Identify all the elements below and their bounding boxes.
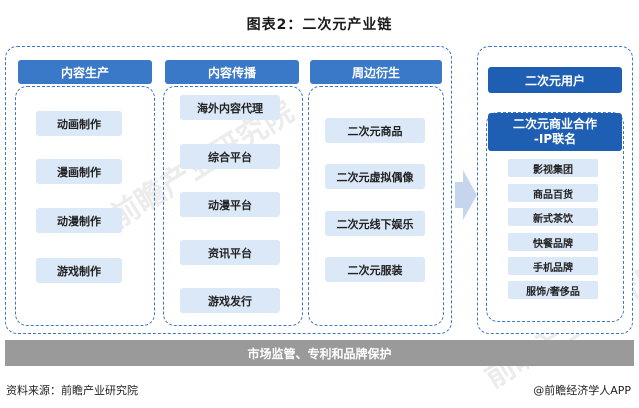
item-anime-production: 动漫制作: [36, 208, 122, 233]
item-acg-goods: 二次元商品: [325, 118, 425, 143]
coop-item-fast-food: 快餐品牌: [508, 233, 598, 251]
column-derivatives: [308, 86, 444, 326]
item-anime-platform: 动漫平台: [180, 192, 280, 217]
item-news-platform: 资讯平台: [180, 240, 280, 265]
coop-item-phone: 手机品牌: [508, 257, 598, 275]
coop-item-department-store: 商品百货: [508, 184, 598, 202]
item-comic-production: 漫画制作: [36, 159, 122, 184]
item-animation-production: 动画制作: [36, 111, 122, 136]
column-content-production: [15, 86, 155, 326]
page-title: 图表2：二次元产业链: [246, 17, 393, 33]
app-credit: @前瞻经济学人APP: [533, 384, 631, 397]
item-virtual-idol: 二次元虚拟偶像: [325, 164, 425, 189]
coop-item-film: 影视集团: [508, 159, 598, 177]
coop-group: [486, 112, 624, 322]
item-offline-entertainment: 二次元线下娱乐: [325, 211, 425, 236]
source-note: 资料来源：前瞻产业研究院: [6, 384, 138, 397]
column-content-distribution: [163, 86, 303, 326]
coop-header: 二次元商业合作 -IP联名: [488, 113, 622, 151]
column-header-content-production: 内容生产: [18, 60, 152, 84]
regulation-bar: 市场监管、专利和品牌保护: [5, 340, 634, 366]
item-overseas-agency: 海外内容代理: [180, 95, 280, 120]
column-header-derivatives: 周边衍生: [310, 60, 442, 84]
coop-header-line2: -IP联名: [533, 132, 577, 146]
item-general-platform: 综合平台: [180, 144, 280, 169]
flow-arrow-icon: [455, 170, 477, 220]
item-game-publishing: 游戏发行: [180, 288, 280, 313]
coop-item-tea: 新式茶饮: [508, 208, 598, 226]
coop-item-fashion: 服饰/奢侈品: [508, 281, 598, 299]
item-acg-apparel: 二次元服装: [325, 257, 425, 282]
item-game-production: 游戏制作: [36, 258, 122, 283]
column-header-content-distribution: 内容传播: [165, 60, 299, 84]
coop-header-line1: 二次元商业合作: [512, 117, 597, 131]
acg-users-label: 二次元用户: [488, 67, 622, 93]
industry-chain-panel: [5, 46, 452, 334]
